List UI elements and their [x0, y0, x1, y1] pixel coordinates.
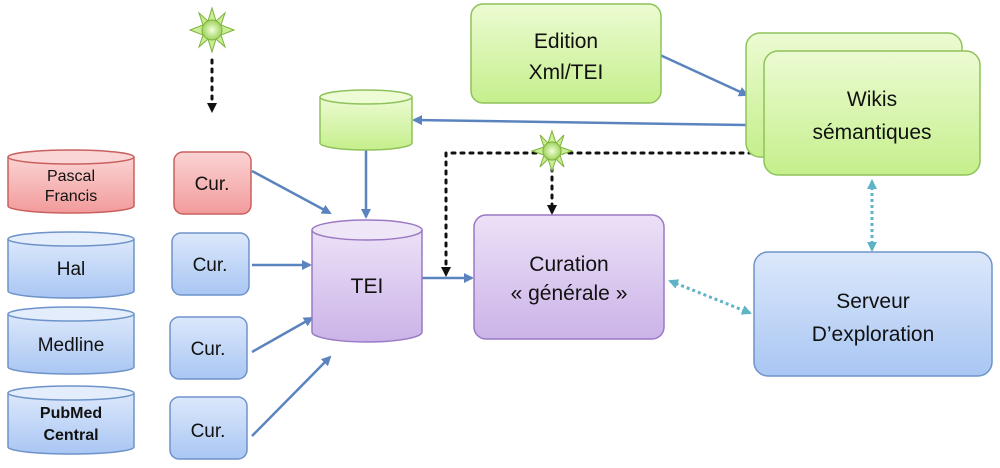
source-pubmed-central: PubMed Central — [7, 385, 135, 455]
curator-label: Cur. — [191, 421, 226, 442]
curation-label: « générale » — [511, 282, 628, 305]
curator-box-4: Cur. — [169, 396, 248, 460]
arrow-cur4-tei — [251, 355, 332, 437]
edition-label: Edition — [534, 30, 598, 53]
connectors — [207, 53, 877, 437]
curation-box: Curation « générale » — [473, 214, 665, 340]
server-label: Serveur — [836, 290, 910, 313]
source-label: Hal — [57, 259, 86, 280]
source-label: PubMed — [40, 405, 102, 422]
curator-label: Cur. — [193, 255, 228, 276]
source-label: Pascal — [47, 168, 95, 185]
server-box: Serveur D’exploration — [753, 251, 993, 377]
source-hal: Hal — [7, 231, 135, 299]
arrow-cur3-tei — [251, 316, 314, 354]
source-label: Medline — [38, 335, 105, 356]
source-medline: Medline — [7, 306, 135, 375]
source-label: Francis — [45, 188, 97, 205]
server-label: D’exploration — [812, 323, 935, 346]
green-store-cylinder — [319, 89, 413, 151]
edition-box: Edition Xml/TEI — [470, 3, 662, 104]
curator-box-3: Cur. — [169, 316, 248, 380]
arrow-edition-wikis — [659, 53, 749, 97]
source-pascal-francis: Pascal Francis — [7, 149, 135, 214]
wikis-stack: Wikis sémantiques — [745, 32, 981, 176]
sun-icon — [188, 6, 236, 54]
edition-label: Xml/TEI — [529, 61, 604, 84]
curation-label: Curation — [529, 253, 608, 276]
wikis-label: Wikis — [847, 88, 897, 111]
arrow-cur1-tei — [251, 169, 332, 215]
curator-label: Cur. — [191, 339, 226, 360]
curator-box-2: Cur. — [171, 232, 250, 296]
curator-label: Cur. — [195, 174, 230, 195]
curator-box-1: Cur. — [173, 151, 252, 215]
dotted-arrow-curation-server — [668, 279, 752, 315]
tei-store: TEI — [311, 219, 423, 343]
dotted-line-wikis-tei — [441, 151, 754, 277]
sun-icon — [530, 129, 574, 173]
source-label: Central — [43, 427, 98, 444]
wikis-label: sémantiques — [812, 121, 931, 144]
tei-label: TEI — [351, 275, 384, 298]
arrow-wikis-store — [412, 115, 747, 127]
